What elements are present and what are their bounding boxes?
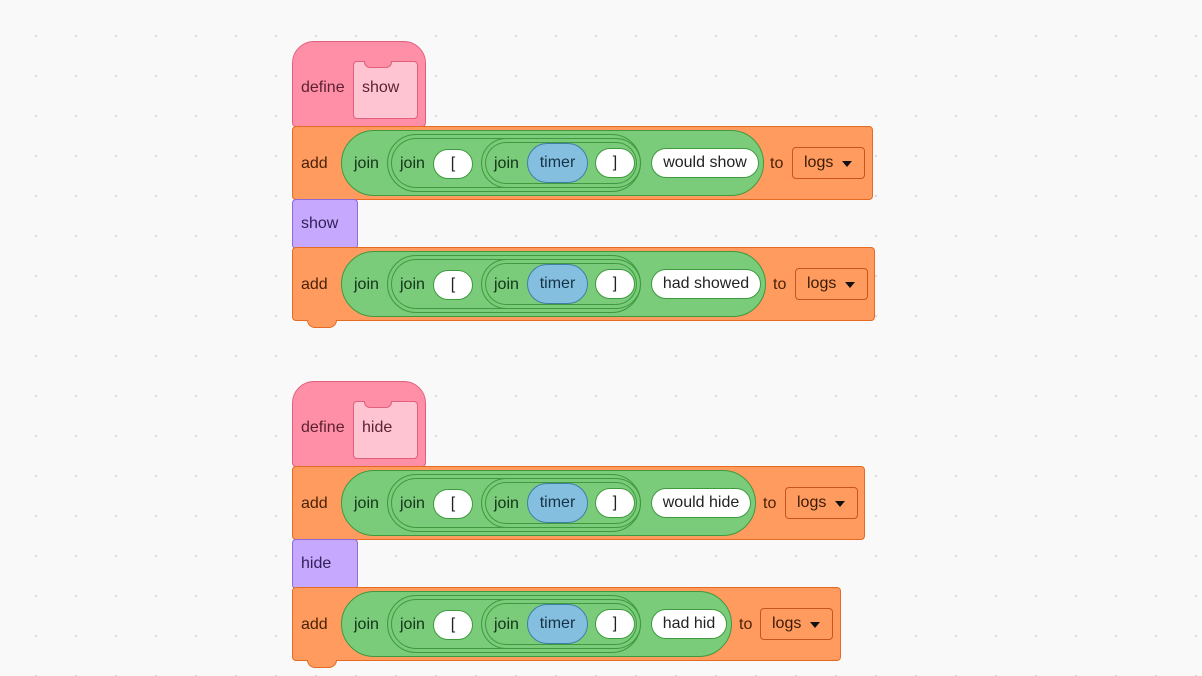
add-label: add: [301, 616, 328, 633]
add-to-list-block[interactable]: add join join [ join timer ] had showed …: [292, 247, 875, 328]
join-reporter-outer[interactable]: join join [ join timer ] had hid: [341, 591, 732, 657]
prototype-notch: [364, 61, 392, 68]
join-label: join: [354, 616, 379, 633]
call-label: show: [301, 215, 339, 232]
join-label: join: [494, 155, 519, 172]
join-label: join: [354, 155, 379, 172]
call-label: hide: [301, 555, 332, 572]
procedure-name: show: [362, 79, 400, 96]
text-input-message[interactable]: had showed: [651, 269, 761, 299]
list-dropdown[interactable]: logs: [792, 147, 865, 179]
text-input-message[interactable]: had hid: [651, 609, 727, 639]
procedure-prototype[interactable]: hide: [353, 401, 418, 459]
join-reporter-middle[interactable]: join [ join timer ]: [387, 595, 641, 653]
join-label: join: [354, 276, 379, 293]
text-input-bracket-close[interactable]: ]: [595, 269, 635, 299]
join-label: join: [494, 495, 519, 512]
list-dropdown[interactable]: logs: [760, 608, 833, 640]
text-input-bracket-open[interactable]: [: [433, 149, 473, 179]
text-input-bracket-close[interactable]: ]: [595, 148, 635, 178]
add-label: add: [301, 155, 328, 172]
join-reporter-outer[interactable]: join join [ join timer ] would hide: [341, 470, 756, 536]
join-reporter-inner[interactable]: join timer ]: [481, 478, 641, 528]
caret-down-icon: [810, 622, 820, 628]
procedure-prototype[interactable]: show: [353, 61, 418, 119]
add-to-list-block[interactable]: add join join [ join timer ] would hide …: [292, 466, 865, 540]
text-input-message[interactable]: would show: [651, 148, 759, 178]
define-block[interactable]: define hide: [292, 381, 426, 467]
join-label: join: [400, 276, 425, 293]
join-reporter-inner[interactable]: join timer ]: [481, 259, 641, 309]
procedure-name: hide: [362, 419, 393, 436]
next-block-notch: [307, 320, 337, 328]
add-label: add: [301, 495, 328, 512]
join-reporter-middle[interactable]: join [ join timer ]: [387, 134, 641, 192]
caret-down-icon: [845, 282, 855, 288]
text-input-bracket-open[interactable]: [: [433, 270, 473, 300]
list-dropdown[interactable]: logs: [795, 268, 868, 300]
text-input-bracket-open[interactable]: [: [433, 489, 473, 519]
list-name: logs: [807, 275, 837, 292]
join-reporter-middle[interactable]: join [ join timer ]: [387, 255, 641, 313]
add-to-list-block[interactable]: add join join [ join timer ] had hid to …: [292, 587, 841, 668]
custom-block-call[interactable]: show: [292, 199, 358, 249]
join-label: join: [400, 155, 425, 172]
join-reporter-inner[interactable]: join timer ]: [481, 138, 641, 188]
caret-down-icon: [835, 501, 845, 507]
to-label: to: [739, 616, 753, 633]
next-block-notch: [307, 660, 337, 668]
join-reporter-middle[interactable]: join [ join timer ]: [387, 474, 641, 532]
list-name: logs: [797, 494, 827, 511]
text-input-bracket-close[interactable]: ]: [595, 488, 635, 518]
text-input-bracket-close[interactable]: ]: [595, 609, 635, 639]
list-name: logs: [772, 615, 802, 632]
list-dropdown[interactable]: logs: [785, 487, 858, 519]
timer-reporter[interactable]: timer: [527, 264, 588, 304]
join-label: join: [400, 616, 425, 633]
custom-block-call[interactable]: hide: [292, 539, 358, 589]
add-label: add: [301, 276, 328, 293]
caret-down-icon: [842, 161, 852, 167]
join-reporter-outer[interactable]: join join [ join timer ] had showed: [341, 251, 766, 317]
define-label: define: [301, 79, 345, 96]
join-label: join: [400, 495, 425, 512]
prototype-notch: [364, 401, 392, 408]
join-reporter-inner[interactable]: join timer ]: [481, 599, 641, 649]
to-label: to: [770, 155, 784, 172]
define-block[interactable]: define show: [292, 41, 426, 127]
add-to-list-block[interactable]: add join join [ join timer ] would show …: [292, 126, 873, 200]
join-label: join: [494, 616, 519, 633]
join-label: join: [494, 276, 519, 293]
list-name: logs: [804, 154, 834, 171]
join-reporter-outer[interactable]: join join [ join timer ] would show: [341, 130, 764, 196]
text-input-message[interactable]: would hide: [651, 488, 751, 518]
timer-reporter[interactable]: timer: [527, 483, 588, 523]
timer-reporter[interactable]: timer: [527, 604, 588, 644]
to-label: to: [773, 276, 787, 293]
to-label: to: [763, 495, 777, 512]
define-label: define: [301, 419, 345, 436]
text-input-bracket-open[interactable]: [: [433, 610, 473, 640]
timer-reporter[interactable]: timer: [527, 143, 588, 183]
join-label: join: [354, 495, 379, 512]
